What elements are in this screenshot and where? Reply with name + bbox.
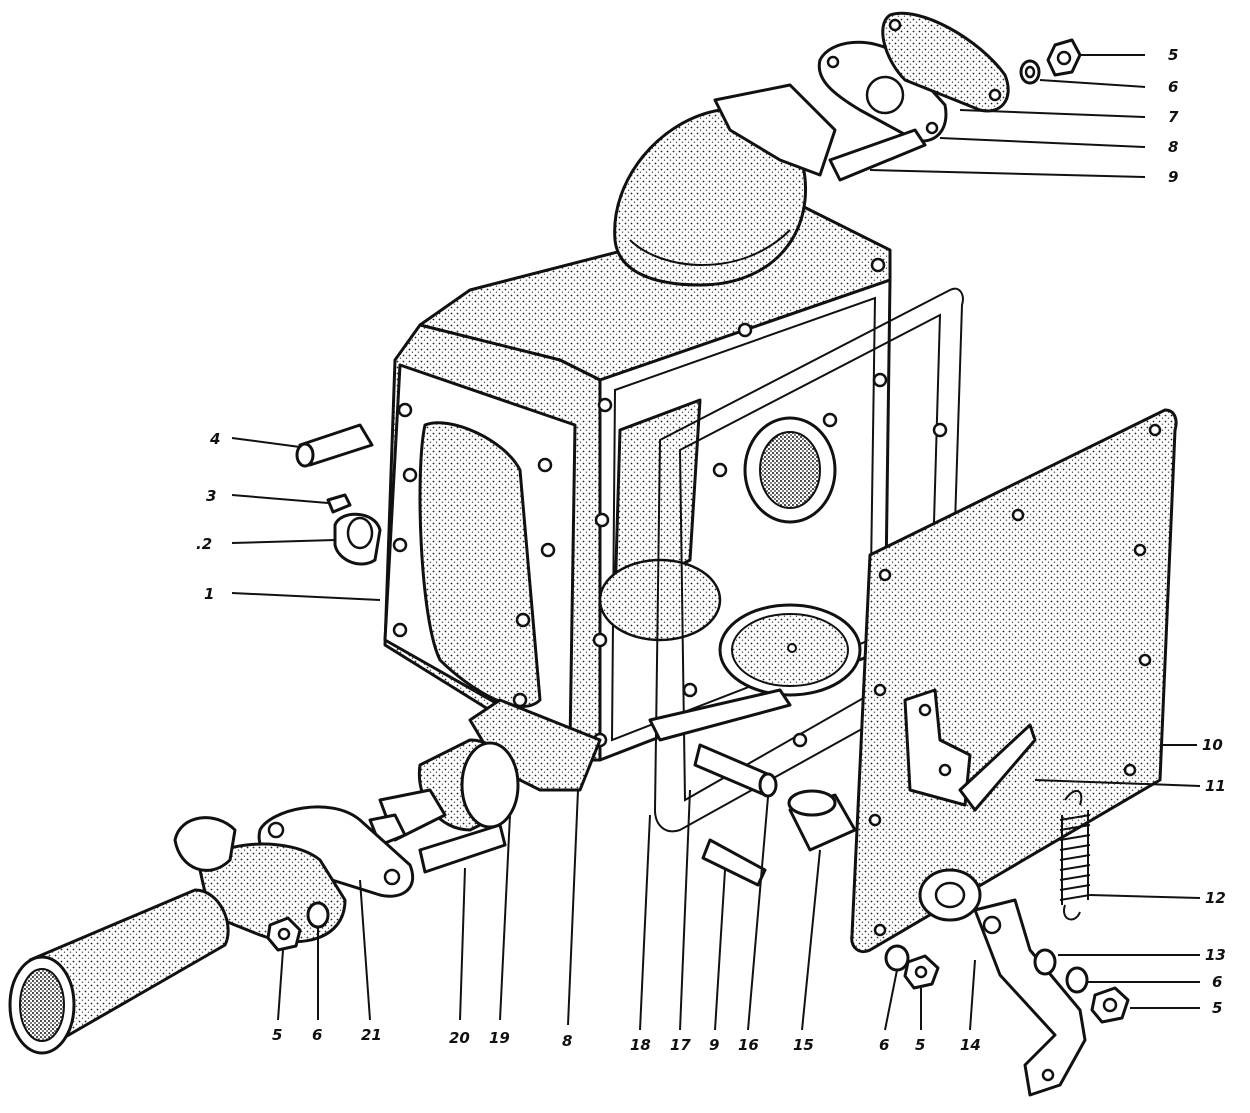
- callout-3: 3: [206, 487, 216, 505]
- fitting-19: [368, 738, 520, 847]
- callout-7: 7: [1168, 108, 1179, 126]
- stud-9-bottom: [701, 838, 767, 887]
- top-cover-plate: [881, 11, 1010, 113]
- callout-8-top: 8: [1168, 138, 1178, 156]
- callout-5-top: 5: [1168, 46, 1178, 64]
- callout-5-a: 5: [272, 1026, 282, 1044]
- callout-4: 4: [209, 430, 220, 448]
- top-washer: [1019, 59, 1041, 85]
- callout-5-bottom: 5: [915, 1036, 925, 1054]
- callout-18: 18: [630, 1036, 651, 1054]
- inlet-pipe: [8, 888, 230, 1055]
- callout-5-right: 5: [1212, 999, 1222, 1017]
- callout-9-bottom: 9: [709, 1036, 719, 1054]
- callout-11: 11: [1205, 777, 1226, 795]
- top-flange-gasket: [817, 40, 948, 143]
- callout-10: 10: [1202, 736, 1223, 754]
- callout-14: 14: [960, 1036, 981, 1054]
- side-cover-plate: [850, 408, 1178, 954]
- callout-labels: 4 3 .2 1 5 6 7 8 9 10 11 12 13 6 5 5 6 2…: [196, 46, 1226, 1054]
- callout-16: 16: [738, 1036, 759, 1054]
- washer-6-right: [1065, 966, 1089, 994]
- callout-20: 20: [449, 1029, 470, 1047]
- callout-6-right: 6: [1212, 973, 1222, 991]
- bushing-15: [787, 789, 857, 852]
- washer-6-bottom: [884, 944, 910, 972]
- shaft-boss: [918, 868, 982, 922]
- stud-16: [693, 743, 778, 798]
- intake-elbow: [613, 83, 837, 287]
- nut-5-bottom: [903, 954, 940, 990]
- throttle-lever: [973, 898, 1087, 1097]
- callout-6-top: 6: [1168, 78, 1178, 96]
- washer-6-left: [306, 901, 330, 929]
- key-3: [326, 493, 352, 514]
- callout-2: .2: [196, 535, 212, 553]
- callout-15: 15: [793, 1036, 814, 1054]
- callout-9-top: 9: [1168, 168, 1178, 186]
- lever-bracket: [903, 688, 1037, 812]
- callout-12: 12: [1205, 889, 1226, 907]
- callout-6-bottom: 6: [879, 1036, 889, 1054]
- callout-19: 19: [489, 1029, 510, 1047]
- callout-8-bottom: 8: [562, 1032, 572, 1050]
- callout-6-a: 6: [312, 1026, 322, 1044]
- top-nut: [1046, 38, 1082, 77]
- washer-13: [1033, 948, 1057, 976]
- nut-5-right: [1090, 986, 1130, 1024]
- callout-13: 13: [1205, 946, 1226, 964]
- nut-5-left: [266, 916, 302, 952]
- top-stud: [828, 128, 927, 182]
- stud-20: [418, 823, 507, 874]
- callout-21: 21: [361, 1026, 382, 1044]
- nut-2: [333, 512, 382, 566]
- throttle-disc: [648, 603, 862, 742]
- callout-1: 1: [204, 585, 214, 603]
- stud-4: [295, 423, 374, 468]
- callout-17: 17: [670, 1036, 691, 1054]
- leader-lines: [231, 54, 1201, 1031]
- return-spring: [1059, 790, 1091, 921]
